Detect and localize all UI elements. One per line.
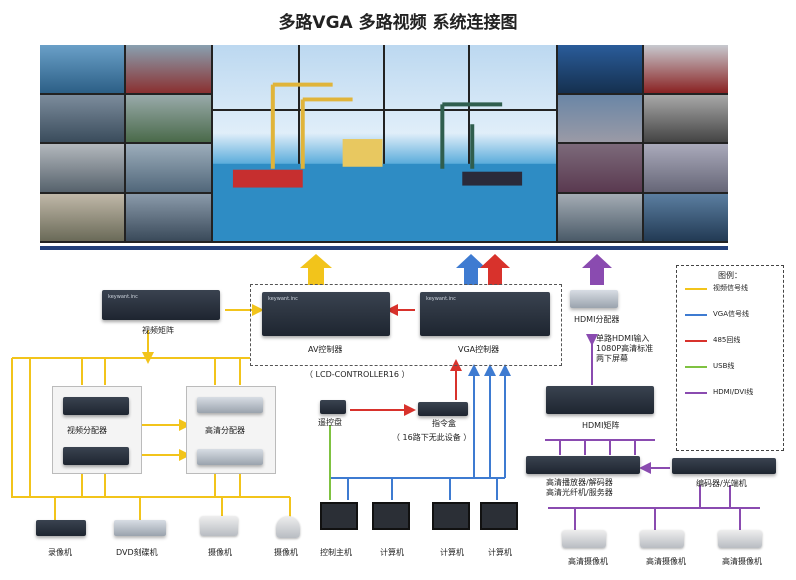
av-controller-label: AV控制器 — [308, 345, 343, 354]
hd-distributor-device — [197, 397, 263, 413]
host-label: 控制主机 — [320, 548, 352, 557]
pc2-label: 计算机 — [440, 548, 464, 557]
wall-tile — [557, 144, 642, 192]
wall-tile — [643, 193, 728, 241]
command-box-note: （ 16路下无此设备 ） — [392, 433, 472, 442]
dvr-device — [36, 520, 86, 536]
wall-tile — [126, 94, 211, 142]
dvd-label: DVD刻碟机 — [116, 548, 158, 557]
hd-distributor-panel: 高清分配器 — [186, 386, 276, 474]
vga-controller-label: VGA控制器 — [458, 345, 500, 354]
wall-tile — [40, 193, 125, 241]
legend-label: 视频信号线 — [713, 284, 748, 292]
hdmi-matrix-label: HDMI矩阵 — [582, 421, 620, 430]
legend-item: VGA信号线 — [677, 307, 783, 333]
wall-tile — [126, 144, 211, 192]
legend-label: VGA信号线 — [713, 310, 750, 318]
wall-tile — [643, 45, 728, 93]
computer-icon — [432, 502, 470, 530]
computer-icon — [372, 502, 410, 530]
computer-icon — [480, 502, 518, 530]
pc3-label: 计算机 — [488, 548, 512, 557]
legend-label: USB线 — [713, 362, 735, 370]
av-controller-device: keywant.inc — [262, 292, 390, 336]
wall-tile — [40, 45, 125, 93]
hd-camera-icon — [562, 530, 606, 548]
command-box-label: 指令盒 — [432, 419, 456, 428]
wall-tile — [557, 94, 642, 142]
hd-player-label: 高清播放器/解码器 高清光纤机/服务器 — [546, 478, 613, 497]
camera-icon — [200, 516, 238, 536]
dvr-label: 录像机 — [48, 548, 72, 557]
video-distributor-panel: 视频分配器 — [52, 386, 142, 474]
camera2-label: 摄像机 — [274, 548, 298, 557]
hdcam1-label: 高清摄像机 — [568, 557, 608, 566]
video-distributor-label: 视频分配器 — [67, 426, 107, 435]
vga-controller-device: keywant.inc — [420, 292, 550, 336]
hd-camera-icon — [640, 530, 684, 548]
wall-tile — [643, 144, 728, 192]
brand-label: keywant.inc — [268, 296, 298, 302]
video-wall — [40, 45, 728, 243]
hd-distributor-device — [197, 449, 263, 465]
legend: 图例： 视频信号线 VGA信号线 485回线 USB线 HDMI/DVI线 — [676, 265, 784, 451]
lcd-controller-group — [250, 284, 562, 366]
legend-item: USB线 — [677, 359, 783, 385]
hd-distributor-label: 高清分配器 — [205, 426, 245, 435]
legend-label: HDMI/DVI线 — [713, 388, 754, 396]
brand-label: keywant.inc — [426, 296, 456, 302]
video-distributor-device — [63, 447, 129, 465]
camera1-label: 摄像机 — [208, 548, 232, 557]
remote-panel-device — [320, 400, 346, 414]
encoder-device — [672, 458, 776, 474]
computer-icon — [320, 502, 358, 530]
video-matrix-device: keywant.inc — [102, 290, 220, 320]
page-title: 多路VGA 多路视频 系统连接图 — [278, 13, 518, 33]
legend-item: 视频信号线 — [677, 281, 783, 307]
hdcam3-label: 高清摄像机 — [722, 557, 762, 566]
encoder-label: 编码器/光端机 — [696, 479, 747, 488]
remote-panel-label: 遥控盘 — [318, 418, 342, 427]
wall-tile — [557, 45, 642, 93]
wall-tile — [126, 45, 211, 93]
wall-main-image — [212, 45, 556, 241]
command-box-device — [418, 402, 468, 416]
hd-camera-icon — [718, 530, 762, 548]
wall-tile — [40, 94, 125, 142]
wall-tile — [126, 193, 211, 241]
hdmi-matrix-device — [546, 386, 654, 414]
legend-label: 485回线 — [713, 336, 741, 344]
legend-item: 485回线 — [677, 333, 783, 359]
hdmi-splitter-label: HDMI分配器 — [574, 315, 620, 324]
video-distributor-device — [63, 397, 129, 415]
video-matrix-label: 视频矩阵 — [142, 326, 174, 335]
wall-base-bar — [40, 246, 728, 250]
legend-heading: 图例： — [718, 271, 742, 280]
wall-tile — [40, 144, 125, 192]
lcd-controller-label: （ LCD-CONTROLLER16 ） — [305, 370, 410, 379]
hd-player-device — [526, 456, 640, 474]
hdmi-note: 单路HDMI输入 1080P高清标准 两下屏幕 — [596, 334, 654, 363]
dome-camera-icon — [276, 516, 300, 538]
legend-item: HDMI/DVI线 — [677, 385, 783, 411]
pc1-label: 计算机 — [380, 548, 404, 557]
hdmi-splitter-device — [570, 290, 618, 308]
wall-tile — [557, 193, 642, 241]
brand-label: keywant.inc — [108, 294, 138, 300]
hdcam2-label: 高清摄像机 — [646, 557, 686, 566]
wall-tile — [643, 94, 728, 142]
dvd-device — [114, 520, 166, 536]
